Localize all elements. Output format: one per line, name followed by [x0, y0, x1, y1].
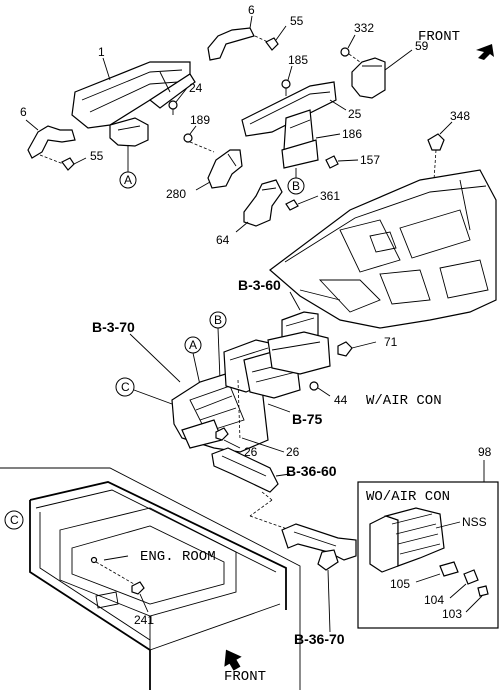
b-75-reference: B-75	[267, 403, 323, 427]
part-6b-label: 6	[248, 3, 255, 17]
part-6a-label: 6	[20, 105, 27, 119]
svg-text:B: B	[292, 179, 300, 193]
part-361-label: 361	[320, 189, 340, 203]
part-103-label: 103	[442, 607, 462, 621]
front-label-bottom: FRONT	[224, 669, 266, 685]
ref-b-75-label: B-75	[292, 411, 323, 427]
part-98-label: 98	[478, 445, 492, 459]
b-36-70-reference: B-36-70	[281, 523, 357, 647]
part-55a-label: 55	[290, 14, 304, 28]
center-duct-25: 185 25 186	[241, 53, 362, 178]
part-44-label: 44	[334, 393, 348, 407]
part-348-label: 348	[450, 109, 470, 123]
front-arrow-bottom-icon	[224, 649, 242, 671]
w-air-con-label: W/AIR CON	[366, 393, 442, 409]
front-direction-top: FRONT	[418, 29, 494, 60]
part-189-label: 189	[190, 113, 210, 127]
part-185-label: 185	[288, 53, 308, 67]
part-157-label: 157	[360, 153, 380, 167]
part-24-label: 24	[189, 81, 203, 95]
engine-room-panel: 241 ENG. ROOM	[0, 467, 301, 690]
part-104-label: 104	[424, 593, 444, 607]
clip-348: 348	[427, 109, 470, 181]
eng-room-label: ENG. ROOM	[140, 549, 216, 565]
duct-64: 361 64	[216, 179, 340, 247]
svg-text:B: B	[214, 313, 222, 327]
ref-b-3-70-label: B-3-70	[92, 319, 135, 335]
screw-157: 157	[325, 153, 380, 169]
part-105-label: 105	[390, 577, 410, 591]
front-label-top: FRONT	[418, 29, 460, 45]
callout-circle-b-top: B	[287, 177, 305, 195]
ref-b-36-70-label: B-36-70	[294, 631, 345, 647]
dashboard-panel	[269, 169, 497, 329]
part-332-label: 332	[354, 21, 374, 35]
nuts-26: 26 26	[215, 427, 300, 459]
b-3-70-reference: B-3-70	[92, 319, 181, 383]
part-1-label: 1	[98, 45, 105, 59]
callout-circle-a-mid: A	[184, 336, 202, 386]
part-186-label: 186	[342, 127, 362, 141]
part-64-label: 64	[216, 233, 230, 247]
part-55b-label: 55	[90, 149, 104, 163]
part-280-label: 280	[166, 187, 186, 201]
duct-assembly-1: 1 24	[71, 45, 203, 172]
wo-air-con-inset: 98 WO/AIR CON NSS 105 104 103	[357, 445, 499, 629]
part-25-label: 25	[348, 107, 362, 121]
nss-label: NSS	[462, 515, 487, 529]
svg-text:C: C	[121, 380, 130, 394]
front-direction-bottom: FRONT	[224, 649, 266, 685]
duct-280: 189 280	[166, 113, 243, 201]
clip-71: 71	[337, 335, 398, 357]
callout-circle-b-mid: B	[209, 311, 227, 381]
part-71-label: 71	[384, 335, 398, 349]
bracket-6-top: 6 55	[207, 3, 304, 61]
duct-59: 332 59	[340, 21, 429, 99]
bracket-6-left: 6 55	[20, 105, 104, 171]
heater-unit	[171, 331, 331, 453]
svg-text:A: A	[189, 338, 197, 352]
callout-circle-c-mid: C	[115, 377, 173, 405]
part-26b-label: 26	[286, 445, 300, 459]
b-36-60-reference: B-36-60	[211, 447, 337, 493]
callout-circle-a-top: A	[119, 171, 137, 189]
callout-circle-c-bottom: C	[4, 510, 24, 530]
w-air-con-note: 44 W/AIR CON	[309, 381, 442, 409]
part-59-label: 59	[415, 39, 429, 53]
wo-air-con-label: WO/AIR CON	[366, 489, 450, 505]
ref-b-36-60-label: B-36-60	[286, 463, 337, 479]
svg-text:C: C	[10, 513, 19, 527]
svg-text:A: A	[124, 173, 132, 187]
part-241-label: 241	[134, 613, 154, 627]
front-arrow-icon	[476, 44, 494, 60]
part-26a-label: 26	[244, 445, 258, 459]
ref-b-3-60-label: B-3-60	[238, 277, 281, 293]
